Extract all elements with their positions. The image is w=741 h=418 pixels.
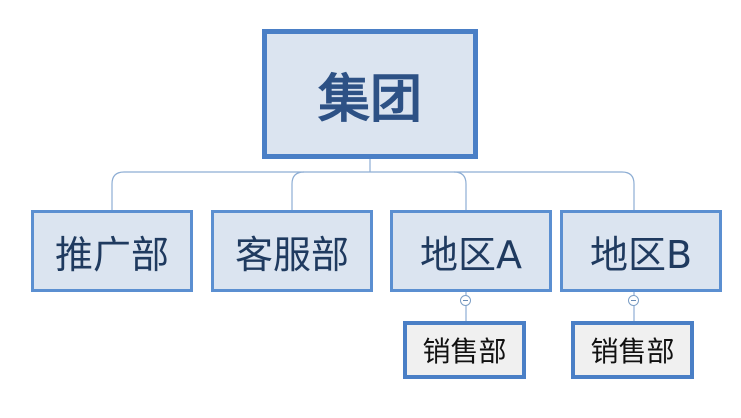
root-node-group[interactable]: 集团 (262, 29, 478, 159)
connector-drop-diqu-a (453, 171, 467, 210)
dept-node-kefu[interactable]: 客服部 (211, 210, 373, 292)
collapse-minus-icon[interactable] (628, 295, 639, 306)
connector-drop-kefu (291, 171, 305, 210)
sub-node-sales-a[interactable]: 销售部 (403, 321, 526, 379)
connector-bus (111, 171, 635, 210)
dept-node-diqu-b[interactable]: 地区B (560, 210, 722, 292)
dept-node-diqu-a[interactable]: 地区A (390, 210, 552, 292)
dept-node-tuiguang[interactable]: 推广部 (31, 210, 193, 292)
sub-node-sales-b[interactable]: 销售部 (571, 321, 694, 379)
collapse-minus-icon[interactable] (460, 295, 471, 306)
